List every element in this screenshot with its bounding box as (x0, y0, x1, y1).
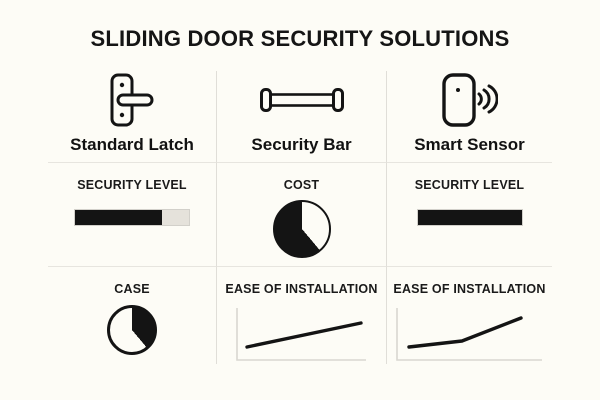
item-name: Smart Sensor (414, 135, 525, 154)
metric-label: EASE OF INSTALLATION (393, 282, 546, 296)
column-security-bar-header: Security Bar (216, 71, 386, 162)
item-name: Security Bar (251, 135, 352, 154)
trend-line (406, 316, 523, 349)
ease-line-chart (395, 306, 544, 367)
metric-security-level-sensor: SECURITY LEVEL (386, 162, 552, 266)
column-smart-sensor-header: Smart Sensor (386, 71, 552, 162)
bar-fill (75, 210, 162, 225)
metric-cost-security-bar: COST (216, 162, 386, 266)
metric-label: SECURITY LEVEL (77, 178, 187, 192)
door-latch-icon (110, 72, 154, 127)
chart-axis (395, 308, 542, 361)
trend-line (244, 321, 363, 349)
page-title: SLIDING DOOR SECURITY SOLUTIONS (90, 26, 510, 51)
cost-pie-chart (272, 200, 331, 258)
item-name: Standard Latch (70, 135, 194, 154)
metric-label: EASE OF INSTALLATION (225, 282, 378, 296)
case-pie-chart (107, 305, 157, 355)
security-level-bar (416, 209, 523, 226)
security-bar-icon (259, 72, 344, 127)
metric-ease-sensor: EASE OF INSTALLATION (386, 266, 552, 364)
ease-line-chart (235, 306, 368, 367)
metric-label: SECURITY LEVEL (414, 178, 525, 192)
chart-axis (235, 308, 366, 361)
column-standard-latch-header: Standard Latch (48, 71, 216, 162)
security-level-bar (74, 209, 190, 226)
bar-fill (417, 210, 522, 225)
metric-label: CASE (114, 282, 150, 296)
comparison-grid: Standard Latch Security Bar (48, 71, 552, 364)
metric-security-level-latch: SECURITY LEVEL (48, 162, 216, 266)
metric-case-latch: CASE (48, 266, 216, 364)
metric-label: COST (283, 178, 320, 192)
metric-ease-security-bar: EASE OF INSTALLATION (216, 266, 386, 364)
smart-sensor-icon (441, 72, 498, 127)
